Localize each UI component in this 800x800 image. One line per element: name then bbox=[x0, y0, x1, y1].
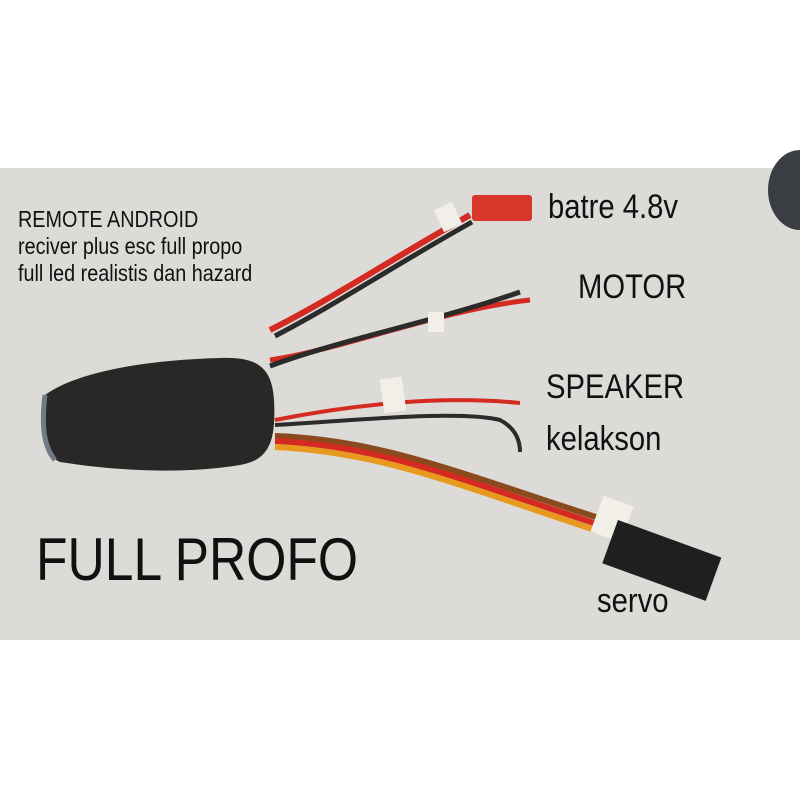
servo-connector bbox=[602, 520, 722, 601]
description-line-3: full led realistis dan hazard bbox=[18, 260, 253, 286]
speaker-wire-black bbox=[274, 413, 522, 453]
motor-wire-black bbox=[269, 289, 521, 369]
servo-wire-orange bbox=[274, 444, 602, 535]
description-text: REMOTE ANDROID reciver plus esc full pro… bbox=[18, 206, 252, 287]
servo-wire-red bbox=[274, 438, 604, 529]
battery-connector bbox=[472, 195, 532, 221]
dark-corner bbox=[768, 150, 800, 230]
tape-motor bbox=[428, 312, 444, 332]
description-line-1: REMOTE ANDROID bbox=[18, 206, 199, 232]
label-horn: kelakson bbox=[546, 420, 662, 458]
description-line-2: reciver plus esc full propo bbox=[18, 233, 243, 259]
servo-wire-brown bbox=[274, 433, 606, 523]
module-edge bbox=[40, 394, 57, 462]
headline: FULL PROFO bbox=[36, 526, 359, 593]
esc-module bbox=[42, 357, 275, 471]
label-battery: batre 4.8v bbox=[548, 188, 679, 226]
label-servo: servo bbox=[597, 582, 669, 620]
tape-speaker bbox=[379, 376, 407, 414]
battery-wire-black bbox=[273, 219, 474, 339]
label-speaker: SPEAKER bbox=[546, 368, 685, 406]
label-motor: MOTOR bbox=[578, 268, 687, 306]
battery-wire-red bbox=[268, 212, 472, 333]
tape-battery bbox=[433, 201, 463, 233]
